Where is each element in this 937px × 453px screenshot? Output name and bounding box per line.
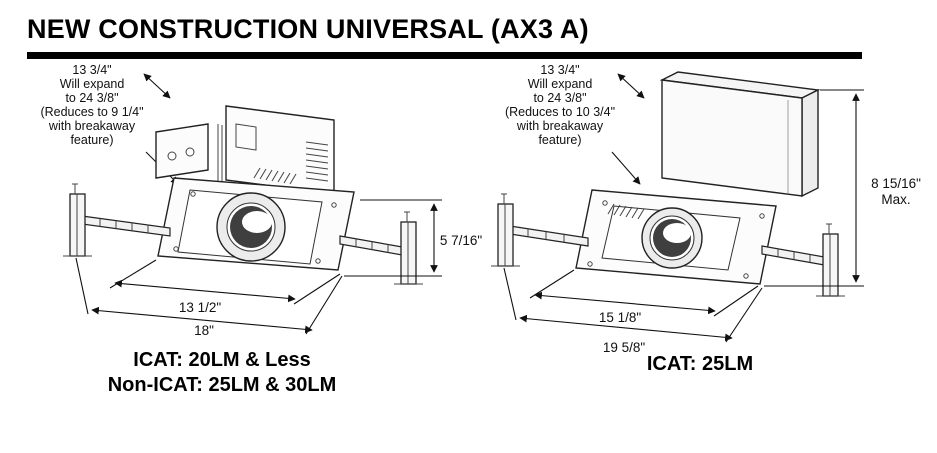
width-inner-dim-label: 13 1/2" [179, 300, 222, 315]
width-outer-dim-label: 19 5/8" [603, 340, 646, 355]
caption-line: ICAT: 25LM [646, 353, 754, 375]
hanger-bar-right [761, 223, 845, 297]
driver-vent-slots [305, 141, 329, 182]
trim-opening [216, 192, 286, 262]
dimension-width-outer: 18" [75, 257, 343, 338]
nailer-bracket-right [816, 223, 845, 297]
nailer-bracket-left [491, 193, 520, 267]
terminal-strip-hatch [253, 167, 297, 185]
nailer-bracket-left [63, 183, 92, 257]
caption-line: ICAT: 20LM & Less [133, 349, 311, 371]
mounting-pan [157, 177, 355, 271]
nailer-bracket-right [394, 211, 423, 285]
annotation-line: Will expand [528, 77, 593, 91]
housing-box [659, 71, 821, 198]
annotation-line: feature) [70, 133, 113, 147]
screw [602, 200, 608, 206]
expansion-annotation: 13 3/4" Will expand to 24 3/8" (Reduces … [505, 63, 645, 185]
expansion-arrow [143, 73, 171, 99]
left-fixture-caption: ICAT: 20LM & Less Non-ICAT: 25LM & 30LM [32, 348, 412, 398]
width-outer-dim-label: 18" [194, 323, 214, 338]
screw [759, 213, 765, 219]
screw [315, 258, 321, 264]
dimension-height: 5 7/16" [344, 199, 483, 277]
junction-box [155, 123, 223, 187]
height-dim-label: 8 15/16" [871, 176, 921, 191]
screw [587, 261, 593, 267]
expansion-annotation: 13 3/4" Will expand to 24 3/8" (Reduces … [40, 63, 179, 185]
hanger-bar-left [63, 183, 171, 257]
hanger-bar-left [491, 193, 589, 267]
dimension-height: 8 15/16" Max. [764, 89, 921, 287]
hanger-bar-right [339, 211, 423, 285]
width-inner-dim-label: 15 1/8" [599, 310, 642, 325]
annotation-line: 13 3/4" [72, 63, 111, 77]
right-fixture-diagram: 13 3/4" Will expand to 24 3/8" (Reduces … [491, 63, 921, 355]
annotation-line: to 24 3/8" [65, 91, 118, 105]
terminal-strip-hatch [607, 203, 645, 220]
screw [743, 273, 749, 279]
screw [331, 202, 337, 208]
expansion-arrow [617, 73, 645, 99]
screw [190, 191, 196, 197]
dimension-width-inner: 13 1/2" [109, 259, 341, 315]
height-dim-label: 5 7/16" [440, 233, 483, 248]
annotation-line: (Reduces to 10 3/4" [505, 105, 615, 119]
left-fixture-diagram: 13 3/4" Will expand to 24 3/8" (Reduces … [40, 63, 483, 338]
screw [173, 246, 179, 252]
annotation-line: with breakaway [48, 119, 136, 133]
page-title: NEW CONSTRUCTION UNIVERSAL (AX3 A) [27, 14, 862, 59]
annotation-leader-arrow [611, 151, 641, 185]
height-dim-note: Max. [881, 192, 910, 207]
trim-opening [641, 207, 703, 269]
annotation-line: Will expand [60, 77, 125, 91]
mounting-pan [575, 189, 777, 285]
caption-line: Non-ICAT: 25LM & 30LM [107, 374, 337, 396]
annotation-line: feature) [538, 133, 581, 147]
dimension-width-outer: 19 5/8" [503, 267, 763, 355]
driver-plate [225, 105, 335, 195]
annotation-line: (Reduces to 9 1/4" [40, 105, 143, 119]
annotation-line: with breakaway [516, 119, 604, 133]
right-fixture-caption: ICAT: 25LM [565, 352, 835, 377]
annotation-line: 13 3/4" [540, 63, 579, 77]
annotation-line: to 24 3/8" [533, 91, 586, 105]
